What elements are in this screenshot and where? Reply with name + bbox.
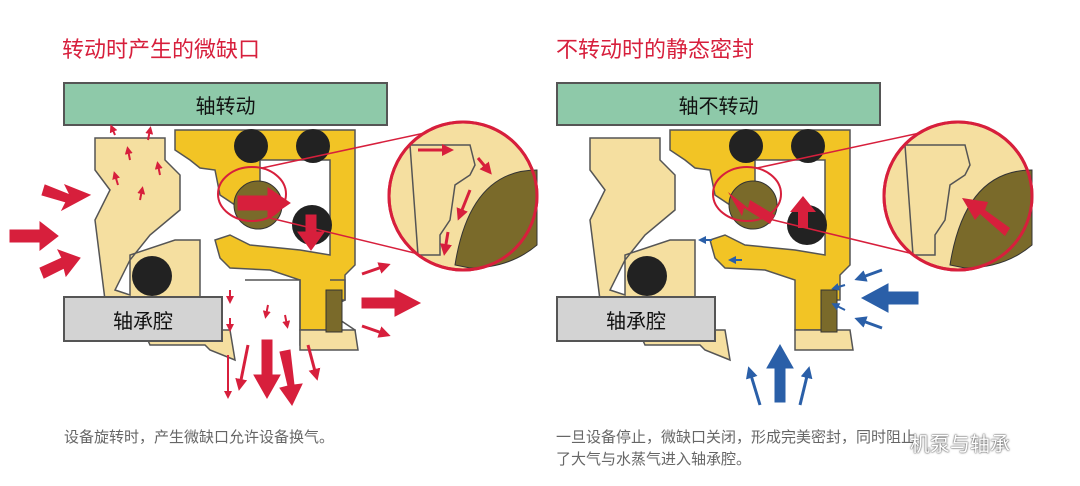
watermark-text: 机泵与轴承 [910, 432, 1010, 456]
right-title: 不转动时的静态密封 [556, 38, 755, 63]
right-bearing-box: 轴承腔 [556, 296, 716, 342]
right-shaft-bar: 轴不转动 [556, 82, 881, 126]
right-magnifier [756, 120, 1034, 272]
right-caption-line1: 一旦设备停止，微缺口关闭，形成完美密封，同时阻止 [556, 428, 917, 446]
left-caption: 设备旋转时，产生微缺口允许设备换气。 [64, 428, 335, 446]
left-air-flow-arrows [9, 124, 492, 406]
right-blocked-air-arrows [698, 236, 919, 406]
right-static-arrows [728, 192, 816, 228]
left-shaft-bar: 轴转动 [63, 82, 388, 126]
left-title: 转动时产生的微缺口 [62, 38, 261, 63]
right-caption-line2: 了大气与水蒸气进入轴承腔。 [556, 450, 752, 468]
left-bearing-box: 轴承腔 [63, 296, 223, 342]
left-magnifier [261, 120, 539, 272]
